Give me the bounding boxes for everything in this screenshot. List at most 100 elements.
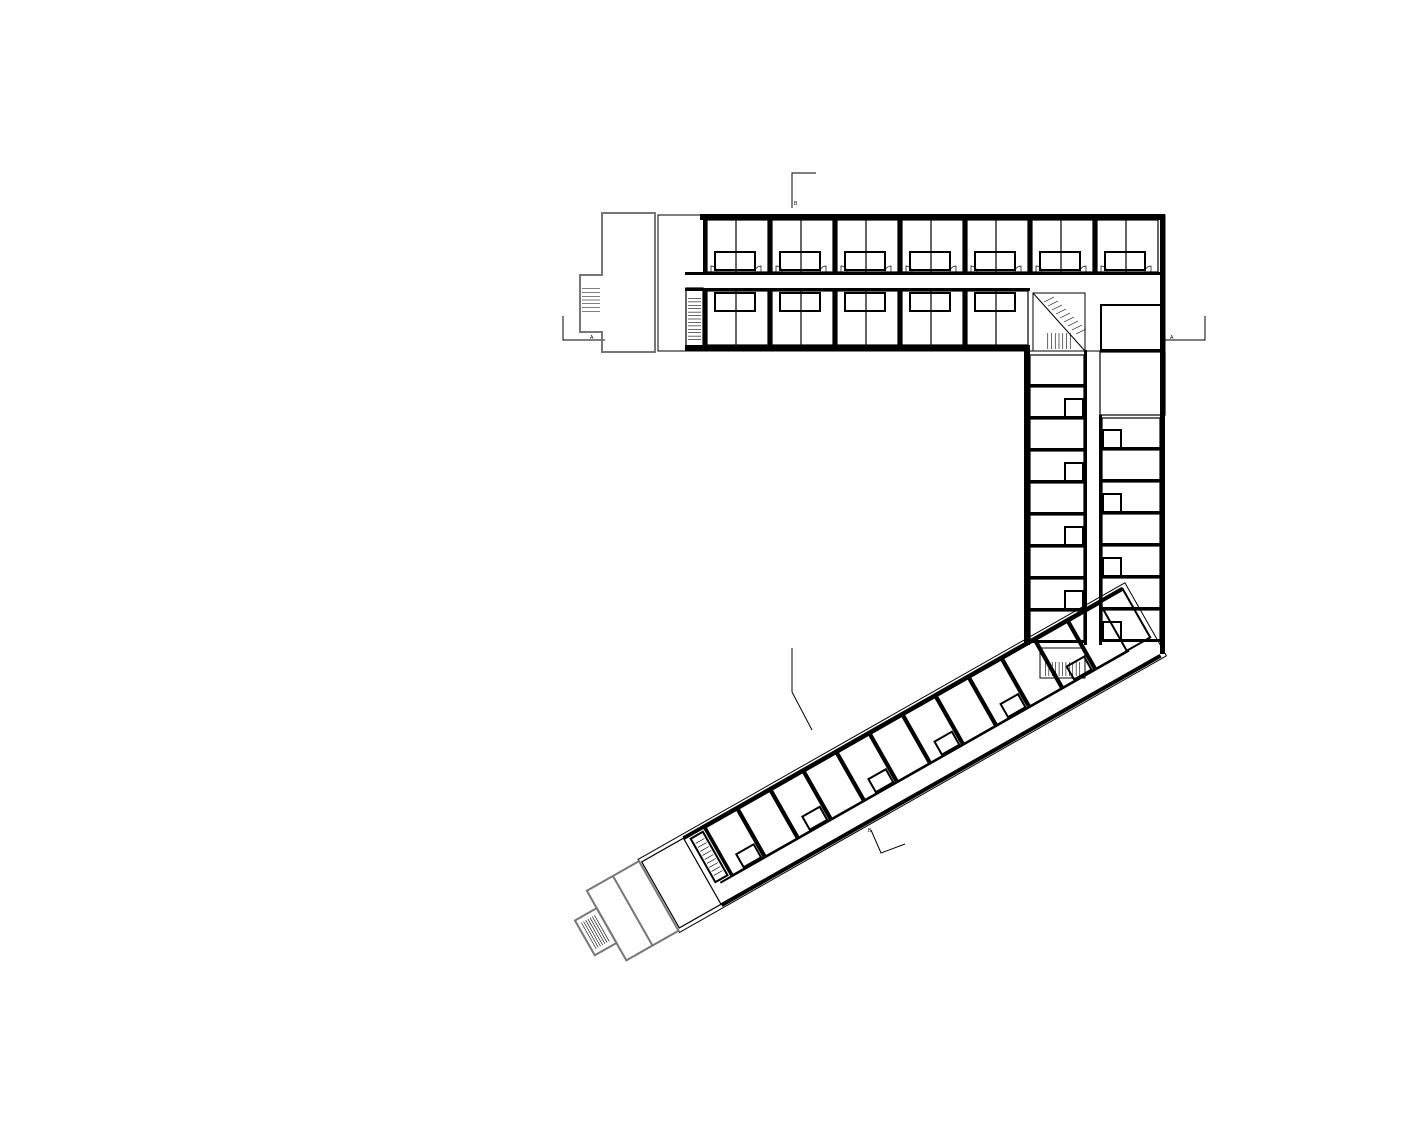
room-east [1101,417,1161,449]
corridor-wall-bottom [685,288,1030,291]
bathroom-pod [800,805,829,832]
room-party-wall [1100,447,1162,450]
section-marker-b-top: B [794,201,798,207]
stair-tread [594,915,610,942]
room-west [1029,418,1085,450]
stair-tread [1043,296,1055,303]
room-party-wall [702,825,733,877]
bathroom-pod [1102,621,1122,641]
north-annex-inner [657,214,1166,352]
room-west [1029,354,1085,386]
door-swing [754,265,762,273]
room-top [901,219,964,273]
door-swing [1100,265,1108,273]
bathroom-pod [1102,429,1122,449]
bathroom-pod [974,292,1016,312]
north-wing [579,212,1166,353]
room-east [1101,481,1161,513]
room-west [1029,450,1085,482]
room-party-wall [834,750,866,801]
room-party-wall [1028,448,1086,451]
south-stair [1039,647,1086,679]
north-wall-top [700,214,1165,220]
room-party-wall [1100,639,1162,642]
door-swing [949,265,957,273]
door-swing [710,265,718,273]
bathroom-pod [974,251,1016,271]
north-wall-bottom [685,345,1030,351]
bathroom-pod [844,292,886,312]
room-top [1096,219,1159,273]
door-swing [819,265,827,273]
stair-tread [1055,308,1067,315]
bathroom-pod [734,842,763,869]
stair-tread [589,917,606,944]
room-party-wall [963,218,967,273]
corner-stair [1032,292,1086,352]
west-stair-core [685,287,704,349]
room-party-wall [703,290,707,347]
diagonal-rooms [689,587,1152,884]
section-marker-a-left: A [590,335,594,341]
stair-tread [713,870,723,876]
bathroom-pod [1065,655,1093,681]
south-annex-divider [612,875,654,947]
bathroom-pod [933,730,961,756]
stair-tread [1075,328,1087,335]
bathroom-pod [779,251,821,271]
stair-tread [706,858,716,864]
section-line-a-right [1163,316,1206,341]
room-party-wall [1028,512,1086,515]
diagonal-wall-outer [720,653,1162,907]
bathroom-pod [779,292,821,312]
corner-core [1032,214,1166,654]
room-party-wall [1100,575,1162,578]
room-east [1101,513,1161,545]
stair-tread [583,921,599,948]
room-east [1101,449,1161,481]
stair-tread [1051,304,1063,311]
bathroom-pod [844,251,886,271]
section-marker-b-bottom: B [868,828,872,834]
door-swing [970,265,978,273]
stair-tread [591,916,608,943]
east-corridor-wall-e [1099,415,1102,645]
service-core [1100,304,1162,351]
room-west [1029,482,1085,514]
corner-stair-diagonal [1032,292,1086,352]
stair-tread [1067,320,1079,327]
bathroom-pod [867,767,895,794]
door-swing [905,265,913,273]
room-party-wall [963,290,967,347]
door-swing [1035,265,1043,273]
room-west [1029,514,1085,546]
room-diagonal [738,790,798,857]
stair-tread [711,866,721,872]
stair-tread [1071,324,1083,331]
bathroom-pod [1039,251,1081,271]
door-swing [1079,265,1087,273]
section-marker-a-right: A [1170,335,1174,341]
door-swing [775,265,783,273]
room-west [1029,578,1085,610]
room-party-wall [867,731,899,783]
bathroom-pod [714,292,756,312]
room-party-wall [898,218,902,273]
room-top [836,219,899,273]
stair-tread [1059,312,1071,319]
room-bottom [706,290,769,346]
room-party-wall [833,290,837,347]
room-party-wall [833,218,837,273]
bathroom-pod [1104,251,1146,271]
room-west [1029,546,1085,578]
room-east [1101,545,1161,577]
bathroom-pod [909,292,951,312]
room-top [771,219,834,273]
diagonal-end-room [640,837,722,929]
diagonal-wall-inner [682,586,1124,840]
section-line-a-left [562,316,605,341]
stair-tread [1047,300,1059,307]
stair-tread [587,918,603,946]
east-wing [1024,350,1162,679]
